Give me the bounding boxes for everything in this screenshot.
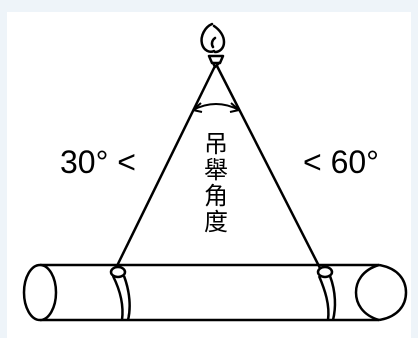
cylinder-pipe <box>22 263 408 322</box>
angle-label-char-4: 度 <box>204 209 228 236</box>
angle-label-char-2: 舉 <box>204 157 228 184</box>
right-angle-label: < 60° <box>303 144 379 180</box>
angle-label-char-1: 吊 <box>204 131 228 158</box>
right-sling <box>215 65 324 273</box>
angle-label: 吊 舉 角 度 <box>204 131 228 236</box>
right-sling-wrap <box>316 265 337 321</box>
angle-label-char-3: 角 <box>204 183 228 210</box>
diagram-panel <box>7 12 411 338</box>
left-sling-wrap <box>109 265 131 321</box>
left-sling <box>112 65 217 273</box>
left-angle-label: 30° < <box>60 144 136 180</box>
lifting-angle-arc <box>192 102 240 113</box>
crane-hook-icon <box>200 22 226 69</box>
